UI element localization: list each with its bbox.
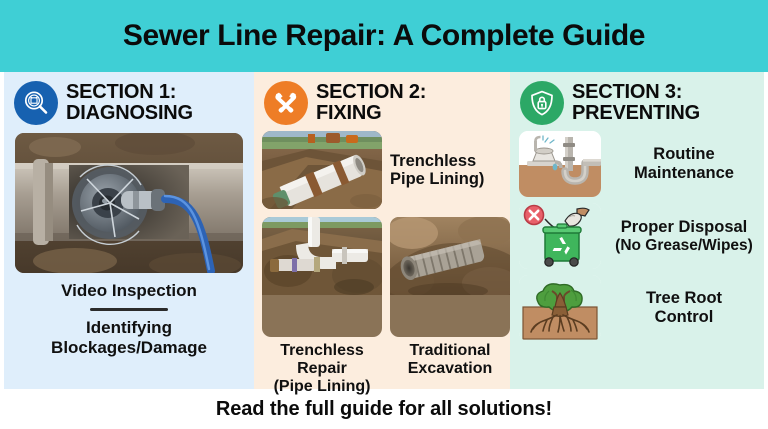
preventing-item-2-line2: (No Grease/Wipes) — [615, 236, 753, 254]
section-1-captions: Video Inspection Identifying Blockages/D… — [10, 281, 248, 358]
poster-footer: Read the full guide for all solutions! — [0, 389, 768, 429]
fixing-item-1-label: Trenchless Pipe Lining) — [390, 152, 484, 189]
caption-divider — [90, 307, 168, 311]
fixing-item-trenchless-lining: Trenchless Pipe Lining) — [260, 131, 504, 209]
section-3-header: SECTION 3: PREVENTING — [516, 81, 758, 125]
fixing-item-3-line1: Traditional — [409, 342, 491, 359]
excavated-corrugated-pipe-photo — [390, 217, 510, 337]
preventing-item-1-line1: Routine — [653, 145, 715, 164]
preventing-item-3-label: Tree Root Control — [610, 289, 758, 326]
section-2-header: SECTION 2: FIXING — [260, 81, 504, 125]
preventing-item-proper-disposal: Proper Disposal (No Grease/Wipes) — [516, 203, 758, 269]
tree-with-roots-icon — [519, 275, 601, 341]
section-2-title: SECTION 2: FIXING — [316, 82, 426, 124]
caption-identifying-line1: Identifying — [86, 317, 172, 337]
fixing-item-2-line2: Repair — [297, 359, 347, 377]
sections-container: SECTION 1: DIAGNOSING — [0, 72, 768, 395]
fixing-item-3-label: Traditional Excavation — [408, 342, 492, 378]
preventing-item-2-line1: Proper Disposal — [620, 217, 748, 236]
caption-identifying-line2: Blockages/Damage — [51, 337, 207, 357]
section-1-label-line2: DIAGNOSING — [66, 102, 193, 124]
trench-with-white-pipe-photo — [262, 131, 382, 209]
fixing-item-trenchless-repair: Trenchless Repair (Pipe Lining) — [262, 217, 382, 396]
footer-cta-text: Read the full guide for all solutions! — [215, 397, 553, 420]
crossed-wrenches-icon — [264, 81, 308, 125]
shield-lock-icon — [520, 81, 564, 125]
section-1-title: SECTION 1: DIAGNOSING — [66, 82, 193, 124]
section-1-header: SECTION 1: DIAGNOSING — [10, 81, 248, 125]
caption-identifying-blockages: Identifying Blockages/Damage — [10, 318, 248, 359]
fixing-items-pair: Trenchless Repair (Pipe Lining) — [260, 217, 510, 396]
sink-drain-ptrap-icon — [519, 131, 601, 197]
preventing-item-3-line2: Control — [654, 308, 714, 326]
fixing-item-traditional-excavation: Traditional Excavation — [390, 217, 510, 396]
pipe-junction-in-trench-photo — [262, 217, 382, 337]
fixing-item-2-line1: Trenchless — [280, 342, 364, 359]
preventing-item-2-label: Proper Disposal (No Grease/Wipes) — [610, 218, 758, 254]
section-3-title: SECTION 3: PREVENTING — [572, 82, 700, 124]
section-1-label-line1: SECTION 1: — [66, 81, 177, 104]
fixing-item-1-line1: Trenchless — [390, 151, 477, 170]
recycling-bin-no-wipes-icon — [519, 203, 601, 269]
section-3-label-line1: SECTION 3: — [572, 81, 683, 104]
page-title: Sewer Line Repair: A Complete Guide — [122, 19, 646, 52]
sewer-camera-in-pipe-photo — [15, 133, 243, 273]
section-preventing: SECTION 3: PREVENTING — [510, 72, 764, 389]
preventing-item-routine-maintenance: Routine Maintenance — [516, 131, 758, 197]
section-3-label-line2: PREVENTING — [572, 102, 701, 124]
fixing-item-2-line3: (Pipe Lining) — [273, 377, 371, 395]
poster-header: Sewer Line Repair: A Complete Guide — [0, 0, 768, 72]
section-2-label-line2: FIXING — [316, 102, 382, 124]
preventing-item-tree-root-control: Tree Root Control — [516, 275, 758, 341]
preventing-item-1-label: Routine Maintenance — [610, 145, 758, 182]
section-fixing: SECTION 2: FIXING — [254, 72, 510, 395]
section-2-label-line1: SECTION 2: — [316, 81, 427, 104]
magnifier-inspection-icon — [14, 81, 58, 125]
fixing-item-2-label: Trenchless Repair (Pipe Lining) — [274, 342, 371, 396]
preventing-item-1-line2: Maintenance — [634, 164, 734, 182]
fixing-item-1-line2: Pipe Lining) — [390, 170, 485, 188]
preventing-item-3-line1: Tree Root — [645, 289, 723, 308]
section-diagnosing: SECTION 1: DIAGNOSING — [4, 72, 254, 389]
caption-video-inspection: Video Inspection — [61, 281, 197, 300]
fixing-item-3-line2: Excavation — [407, 359, 493, 377]
